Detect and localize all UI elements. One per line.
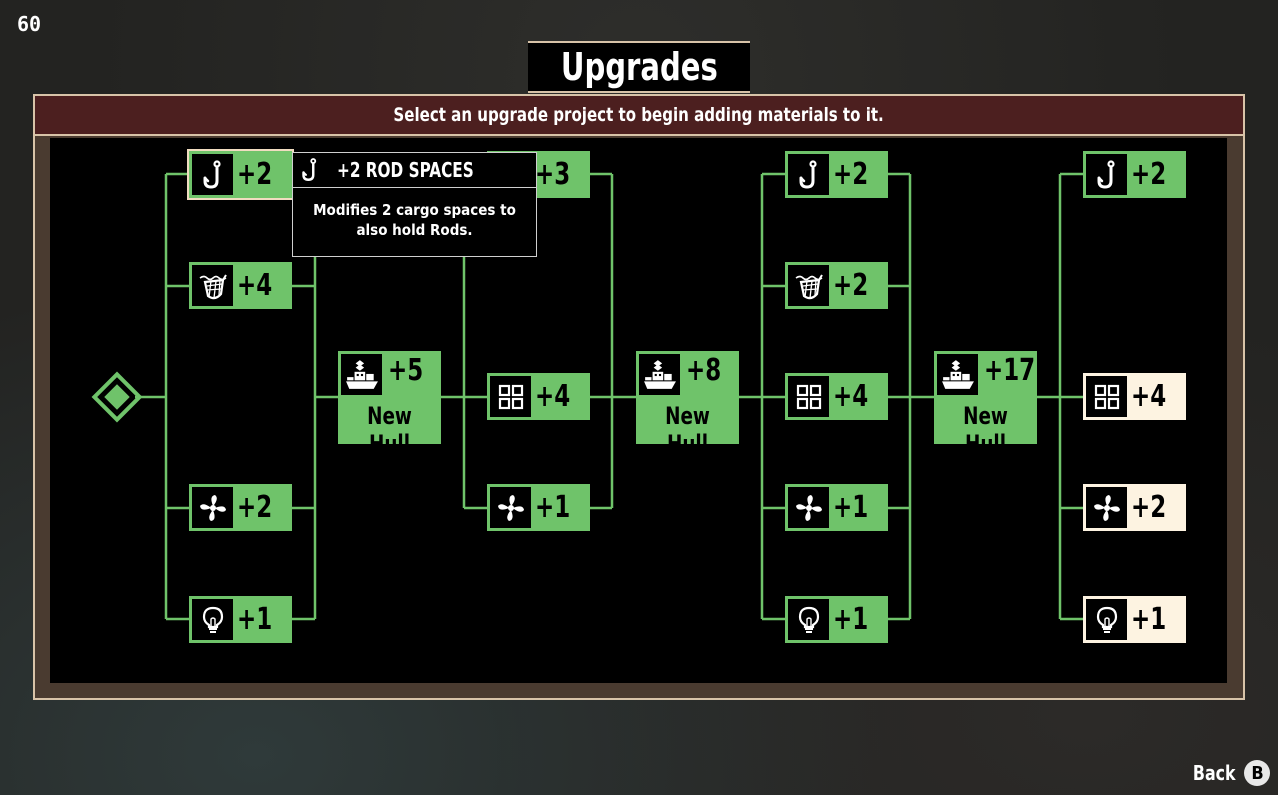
net-icon <box>788 265 829 306</box>
rod-hook-icon <box>1086 154 1127 195</box>
storage-grid-icon <box>788 376 829 417</box>
upgrade-value: +1 <box>237 602 273 637</box>
upgrade-value: +1 <box>833 602 869 637</box>
engine-propeller-icon <box>192 487 233 528</box>
hull-label: New Hull <box>963 402 1008 458</box>
light-bulb-icon <box>788 599 829 640</box>
rod-hook-icon <box>192 154 233 195</box>
upgrade-value: +1 <box>535 490 571 525</box>
upgrade-node-net-t3[interactable]: +2 <box>785 262 888 309</box>
back-prompt[interactable]: Back B <box>1190 758 1271 788</box>
ship-hull-icon <box>937 354 978 395</box>
hull-upgrade-3[interactable]: +17 New Hull <box>934 351 1037 458</box>
tooltip-description: Modifies 2 cargo spaces to also hold Rod… <box>313 201 516 239</box>
title-plate: Upgrades <box>528 41 750 93</box>
upgrade-value: +2 <box>237 490 273 525</box>
upgrade-value: +2 <box>1131 157 1167 192</box>
ship-hull-icon <box>639 354 680 395</box>
back-label: Back <box>1192 761 1236 785</box>
page-title: Upgrades <box>560 45 718 89</box>
hull-value: +5 <box>388 353 424 388</box>
light-bulb-icon <box>192 599 233 640</box>
upgrade-node-rod-t1[interactable]: +2 <box>187 149 294 200</box>
upgrade-node-storage-t3[interactable]: +4 <box>785 373 888 420</box>
upgrade-node-storage-t4[interactable]: +4 <box>1083 373 1186 420</box>
upgrade-node-engine-t3[interactable]: +1 <box>785 484 888 531</box>
hull-label: New Hull <box>367 402 412 458</box>
upgrade-value: +1 <box>833 490 869 525</box>
upgrade-node-rod-t3[interactable]: +2 <box>785 151 888 198</box>
upgrade-value: +2 <box>833 157 869 192</box>
hull-upgrade-2[interactable]: +8 New Hull <box>636 351 739 458</box>
engine-propeller-icon <box>490 487 531 528</box>
fps-counter: 60 <box>17 12 42 36</box>
instruction-banner: Select an upgrade project to begin addin… <box>33 94 1245 136</box>
upgrade-value: +4 <box>1131 379 1167 414</box>
net-icon <box>192 265 233 306</box>
upgrade-node-rod-t4[interactable]: +2 <box>1083 151 1186 198</box>
storage-grid-icon <box>490 376 531 417</box>
upgrade-node-net-t1[interactable]: +4 <box>189 262 292 309</box>
upgrade-value: +2 <box>1131 490 1167 525</box>
rod-hook-icon <box>293 153 327 187</box>
upgrade-value: +4 <box>535 379 571 414</box>
upgrade-node-storage-t2[interactable]: +4 <box>487 373 590 420</box>
upgrade-value: +4 <box>833 379 869 414</box>
light-bulb-icon <box>1086 599 1127 640</box>
upgrade-node-engine-t1[interactable]: +2 <box>189 484 292 531</box>
upgrade-value: +1 <box>1131 602 1167 637</box>
engine-propeller-icon <box>1086 487 1127 528</box>
rod-hook-icon <box>788 154 829 195</box>
engine-propeller-icon <box>788 487 829 528</box>
ship-hull-icon <box>341 354 382 395</box>
upgrade-node-light-t4[interactable]: +1 <box>1083 596 1186 643</box>
upgrade-node-engine-t2[interactable]: +1 <box>487 484 590 531</box>
hull-value: +8 <box>686 353 722 388</box>
hull-label: New Hull <box>665 402 710 458</box>
storage-grid-icon <box>1086 376 1127 417</box>
upgrade-node-light-t3[interactable]: +1 <box>785 596 888 643</box>
upgrade-value: +2 <box>833 268 869 303</box>
tooltip-header: +2 ROD SPACES <box>293 153 536 188</box>
upgrade-value: +3 <box>535 157 571 192</box>
instruction-text: Select an upgrade project to begin addin… <box>393 104 885 126</box>
upgrade-value: +4 <box>237 268 273 303</box>
tooltip-title: +2 ROD SPACES <box>337 158 474 182</box>
hull-value: +17 <box>984 353 1036 388</box>
b-button-icon: B <box>1244 760 1271 786</box>
upgrade-tooltip: +2 ROD SPACES Modifies 2 cargo spaces to… <box>292 152 537 257</box>
upgrade-value: +2 <box>237 157 273 192</box>
upgrade-node-light-t1[interactable]: +1 <box>189 596 292 643</box>
hull-upgrade-1[interactable]: +5 New Hull <box>338 351 441 458</box>
upgrade-node-engine-t4[interactable]: +2 <box>1083 484 1186 531</box>
